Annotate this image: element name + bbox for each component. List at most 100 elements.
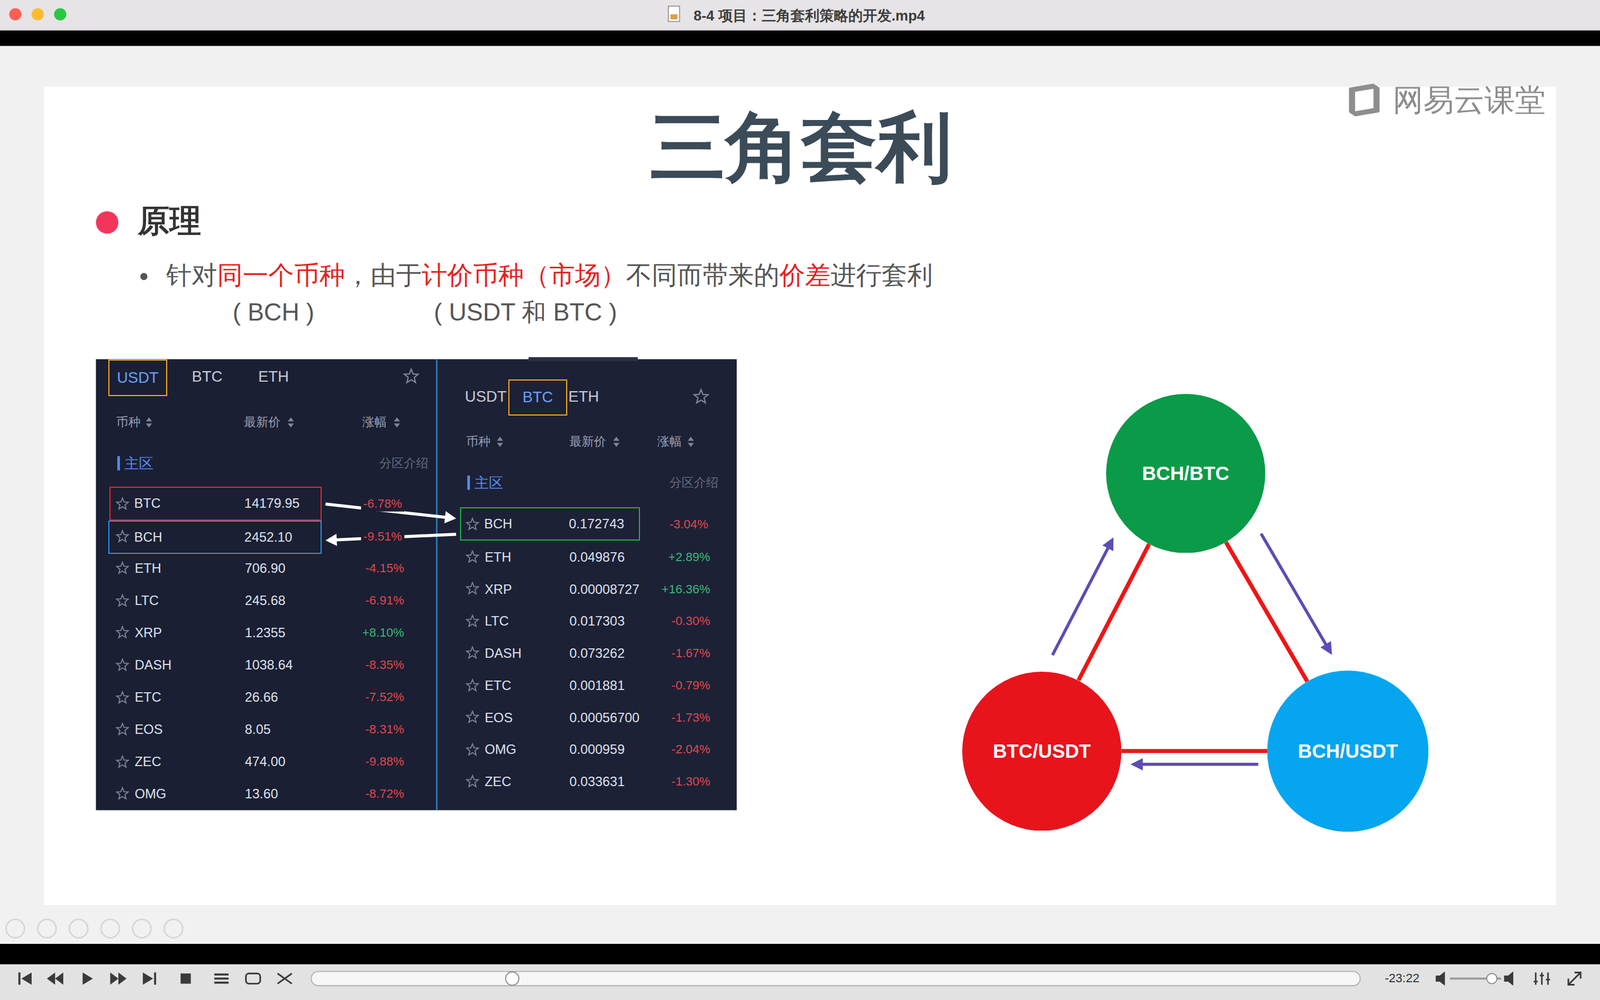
tab-star	[404, 369, 709, 404]
zone-bar	[467, 475, 470, 490]
latest-price: 13.60	[245, 786, 279, 803]
arrow-head	[1320, 641, 1333, 655]
sentence-part: 针对	[166, 260, 218, 290]
latest-price: 0.073262	[569, 645, 625, 662]
circle-text-wrap: BCH/USDT	[1267, 670, 1429, 832]
flow-arrow-line	[1052, 545, 1110, 655]
change-percent: -1.73%	[671, 710, 711, 725]
volume-high-icon	[1503, 971, 1514, 987]
title-bar-border	[0, 29, 1600, 31]
label-text: 涨幅	[657, 434, 682, 449]
bullet-dot	[140, 272, 148, 280]
label-text: ETH	[568, 387, 599, 407]
change-percent: -8.31%	[365, 722, 405, 737]
sentence-part: 进行套利	[830, 260, 933, 290]
coin-name: OMG	[134, 786, 167, 803]
change-percent: +8.10%	[362, 625, 404, 640]
sentence-part: ，由于	[345, 260, 422, 290]
sentence-part: 同一个币种	[217, 260, 345, 290]
arrow-head	[444, 511, 457, 524]
left-table-panel	[96, 359, 437, 811]
change-percent: -4.15%	[365, 561, 405, 576]
close-button	[9, 8, 22, 21]
time-remaining: -23:22	[1384, 971, 1419, 986]
change-percent: -0.79%	[671, 678, 711, 693]
market-link	[1226, 542, 1308, 682]
arrow-head	[1130, 758, 1143, 771]
change-percent: -3.04%	[667, 517, 710, 532]
circle-label: BCH/USDT	[1297, 740, 1398, 763]
change-percent: -6.78%	[361, 496, 404, 512]
sort-icons	[146, 417, 694, 447]
coin-name: ZEC	[484, 773, 512, 790]
progress-track	[311, 971, 1360, 987]
change-percent: -1.67%	[671, 646, 711, 661]
market-link	[1121, 750, 1268, 752]
arrow-head	[325, 533, 338, 547]
tab-box: BTC	[508, 379, 568, 415]
progress-knob	[505, 971, 519, 985]
zoom-button	[53, 8, 67, 21]
flow-arrow	[1052, 537, 1114, 655]
flow-arrow	[1130, 758, 1259, 771]
latest-price: 0.049876	[569, 549, 625, 566]
shuffle-button	[277, 973, 293, 984]
label-text: USDT	[465, 387, 507, 407]
change-percent: -1.30%	[671, 774, 711, 789]
label-text: 涨幅	[362, 415, 387, 430]
label-text: 原理	[137, 201, 202, 240]
coin-name: DASH	[484, 645, 522, 662]
flow-arrow	[1261, 533, 1333, 655]
circle-text-wrap: BTC/USDT	[962, 671, 1122, 832]
market-link-line	[1078, 543, 1149, 680]
change-percent: -9.51%	[361, 529, 404, 544]
bullet-sentence: 针对同一个币种，由于计价币种（市场）不同而带来的价差进行套利	[166, 260, 933, 291]
change-percent: -7.52%	[365, 690, 405, 705]
fullscreen-button	[1568, 972, 1581, 985]
video-area	[0, 46, 1600, 944]
latest-price: 26.66	[245, 689, 279, 706]
box-text: BCH	[134, 529, 163, 546]
coin-name: ETC	[484, 677, 512, 694]
box-text: USDT	[116, 368, 159, 387]
row-box: BCH2452.10	[108, 520, 322, 555]
coin-name: ETH	[134, 560, 162, 577]
label-text: 8-4 项目：三角套利策略的开发.mp4	[693, 6, 925, 24]
volume-knob	[1486, 973, 1497, 984]
change-percent: -6.91%	[365, 593, 405, 608]
latest-price: 0.001881	[569, 677, 625, 694]
latest-price: 1038.64	[245, 657, 293, 674]
row-box: BTC14179.95	[109, 486, 322, 521]
latest-price: 0.000959	[569, 741, 625, 758]
row-box: BCH 0.172743	[460, 507, 640, 542]
right-table-panel	[436, 359, 737, 811]
label-text: ( BCH )	[232, 297, 315, 328]
row-stars	[116, 497, 479, 799]
black-band	[0, 30, 1600, 47]
coin-name: LTC	[134, 592, 159, 609]
box-value: 0.172743	[568, 516, 625, 533]
sentence-part: 计价币种（市场）	[421, 260, 627, 290]
label-text: 分区介绍	[379, 456, 429, 471]
change-percent: -8.35%	[365, 657, 405, 673]
tab-box: USDT	[108, 359, 168, 397]
coin-name: ETH	[484, 549, 512, 566]
change-percent: -9.88%	[365, 754, 405, 769]
black-band	[0, 943, 1600, 965]
section-dot	[96, 211, 119, 234]
market-link-line	[1226, 542, 1308, 682]
circle-label: BTC/USDT	[992, 740, 1091, 763]
latest-price: 474.00	[245, 753, 286, 770]
logo-icon	[1348, 83, 1380, 117]
coin-name: XRP	[484, 581, 512, 598]
box-text: BTC	[522, 388, 553, 407]
market-circle: BCH/USDT	[1267, 670, 1429, 832]
file-icon-mark	[670, 14, 678, 20]
panel-notch	[528, 357, 638, 362]
slide-tool-icons	[6, 919, 183, 938]
latest-price: 706.90	[245, 560, 286, 577]
box-text: BCH	[484, 516, 513, 533]
arrow-head	[1102, 537, 1114, 552]
label-text: 主区	[474, 473, 504, 492]
minimize-button	[31, 8, 44, 21]
